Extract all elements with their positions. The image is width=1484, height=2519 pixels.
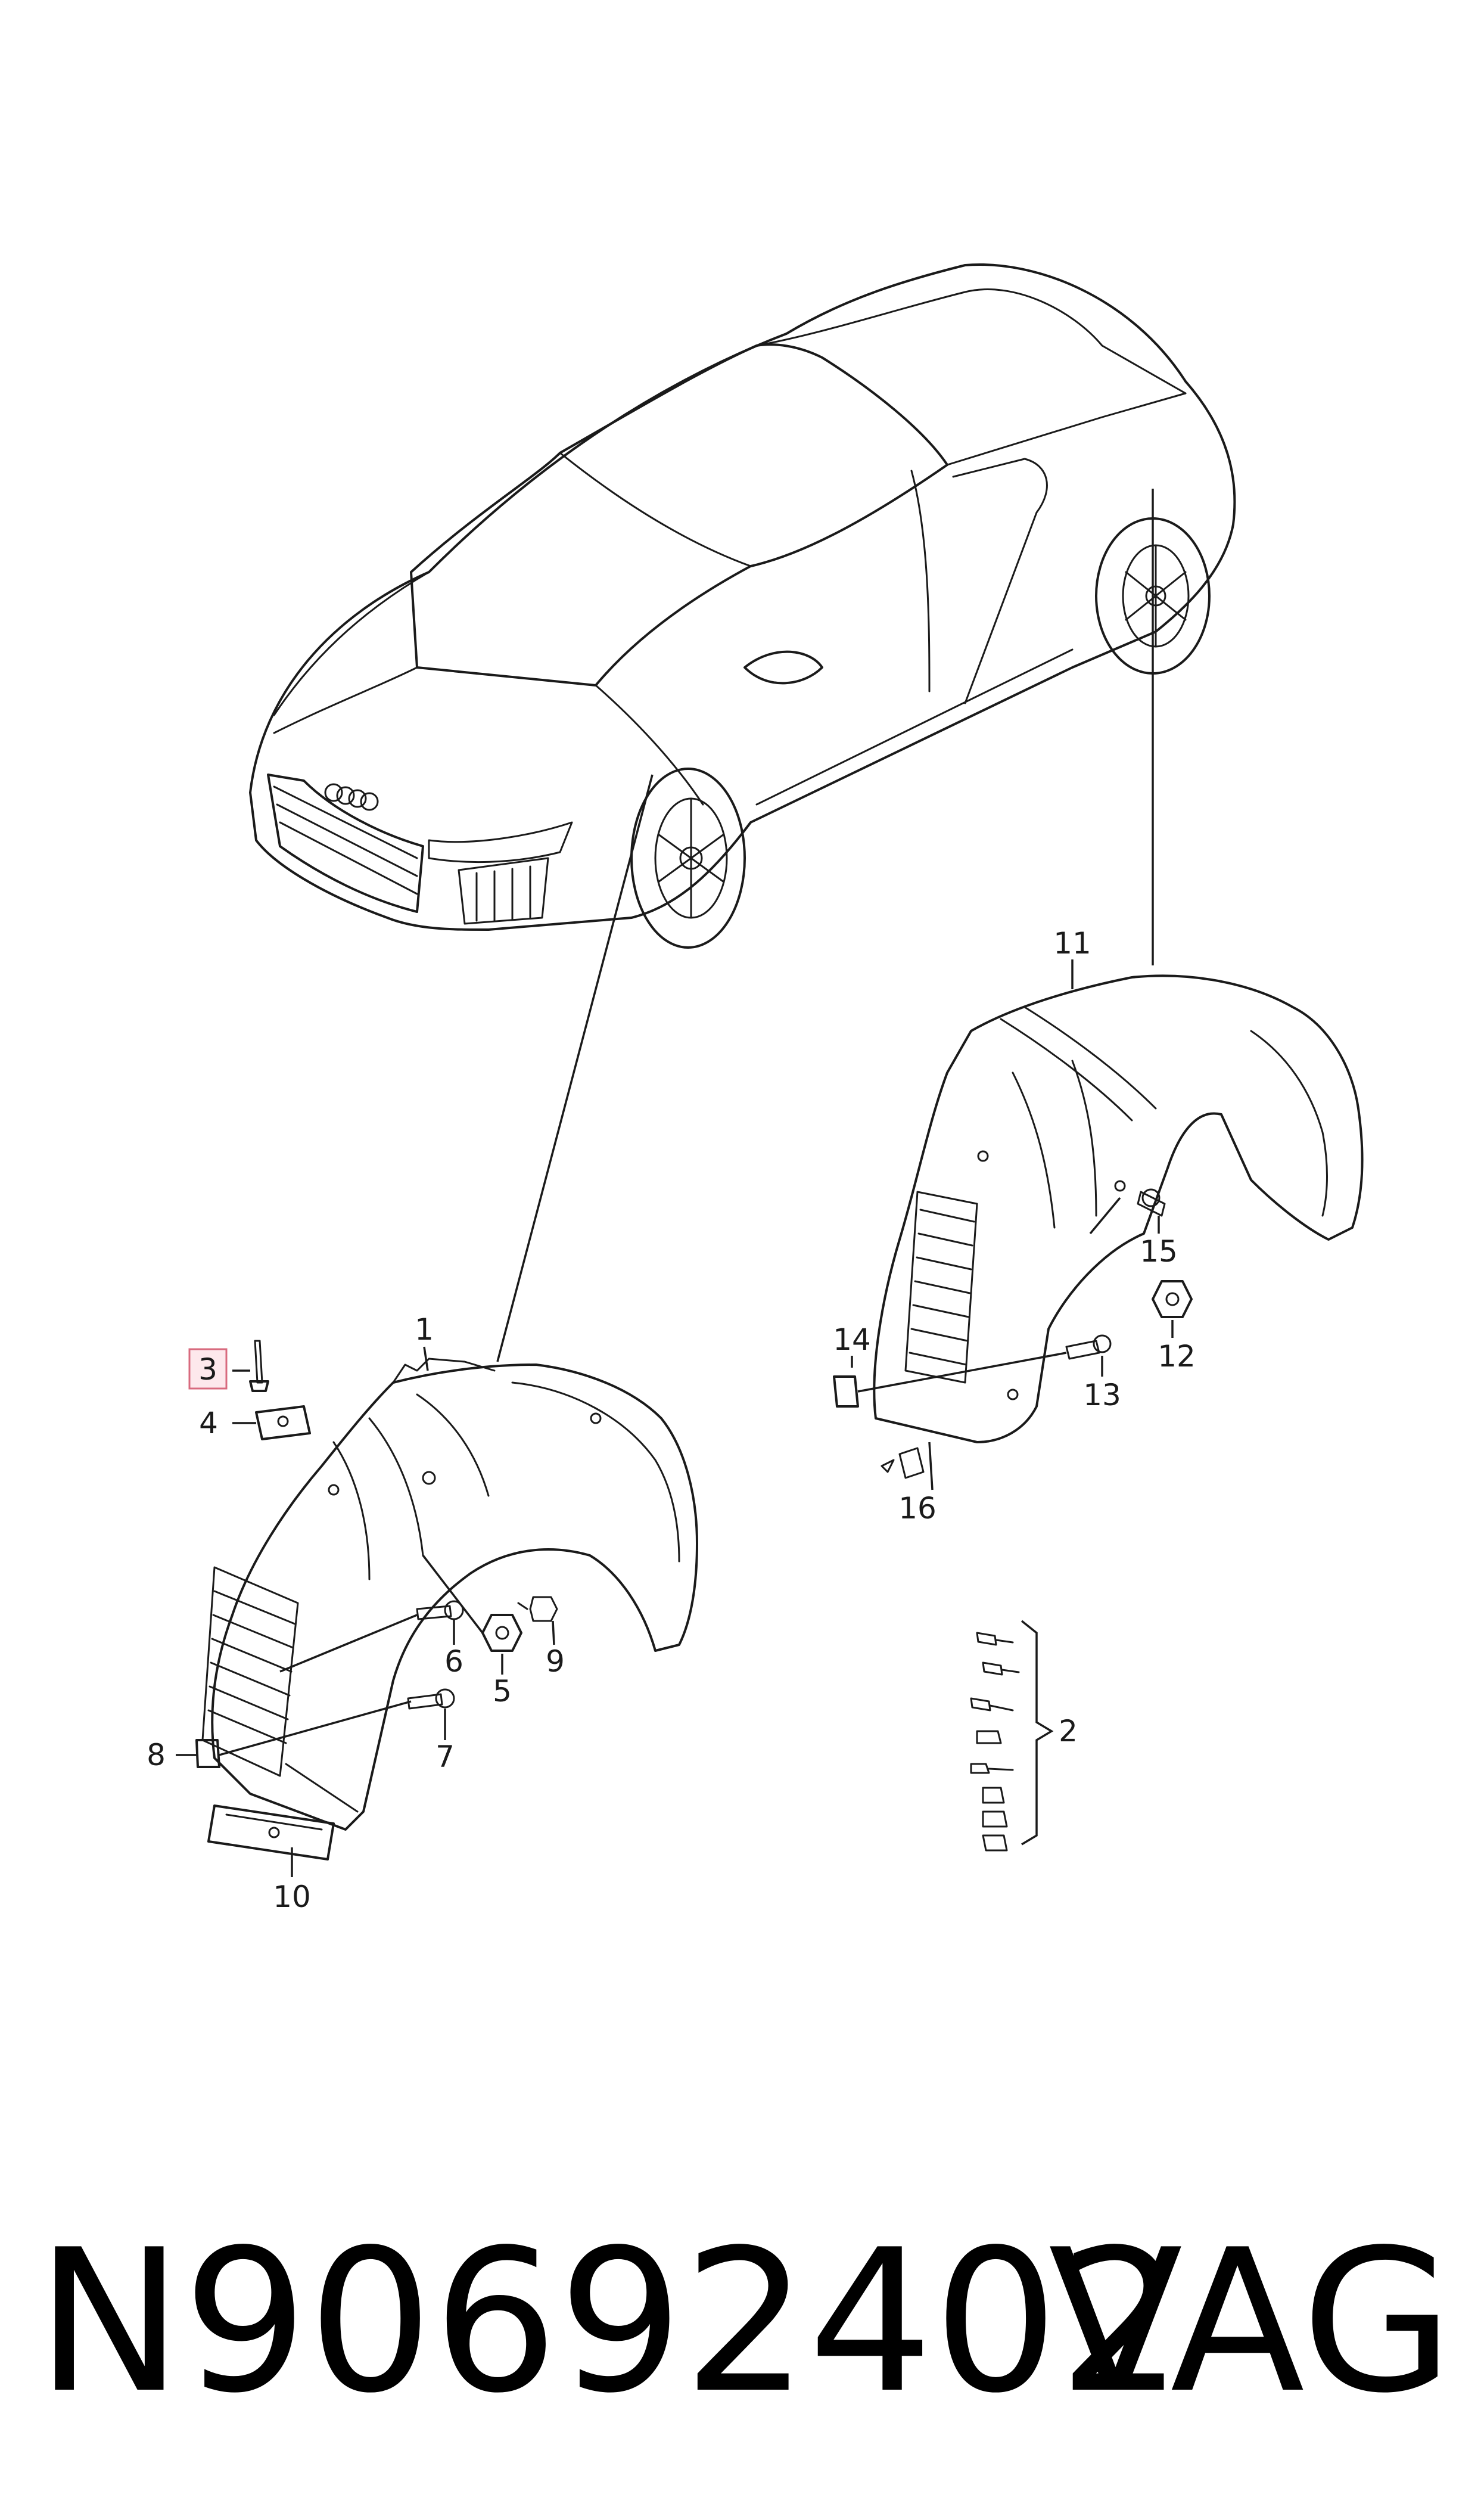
leader-front-liner — [496, 774, 654, 1362]
callout-15[interactable]: 15 — [1140, 1234, 1178, 1269]
callout-8[interactable]: 8 — [147, 1738, 166, 1772]
callout-6[interactable]: 6 — [444, 1644, 463, 1679]
fastener-kit — [970, 1620, 1054, 1852]
callout-4[interactable]: 4 — [199, 1406, 218, 1440]
part-number: N90692402 — [36, 2207, 1184, 2436]
front-wheel-housing-liner — [201, 1358, 698, 1831]
rear-liner-fasteners — [833, 1188, 1193, 1490]
callout-11[interactable]: 11 — [1053, 926, 1091, 961]
callout-3[interactable]: 3 — [198, 1352, 217, 1387]
callout-16[interactable]: 16 — [898, 1491, 937, 1526]
callout-7[interactable]: 7 — [435, 1740, 455, 1774]
callout-9[interactable]: 9 — [546, 1644, 565, 1679]
callout-13[interactable]: 13 — [1083, 1378, 1121, 1412]
brand-name: VAG — [1049, 2207, 1454, 2436]
callout-3-highlight — [188, 1348, 228, 1390]
rear-wheel-housing-liner — [873, 974, 1364, 1443]
callout-14[interactable]: 14 — [833, 1322, 871, 1357]
callout-12[interactable]: 12 — [1158, 1339, 1196, 1374]
front-liner-fasteners — [195, 1340, 558, 1860]
callout-10[interactable]: 10 — [273, 1880, 311, 1914]
car-illustration — [249, 263, 1236, 949]
callout-1[interactable]: 1 — [415, 1312, 434, 1347]
callout-5[interactable]: 5 — [493, 1674, 512, 1709]
callout-2[interactable]: 2 — [1059, 1714, 1078, 1748]
